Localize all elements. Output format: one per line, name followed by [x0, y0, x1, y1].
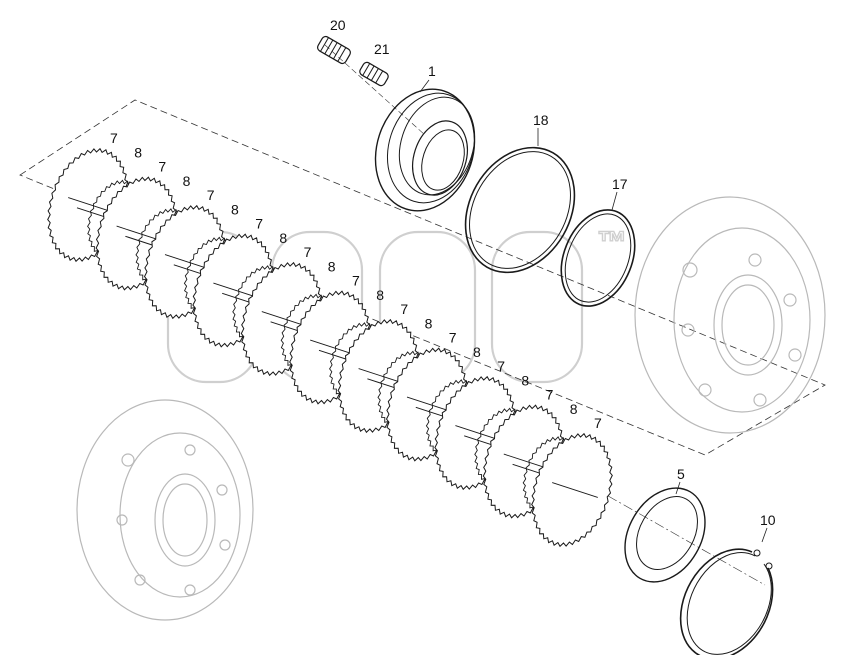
disc-label: 8 — [279, 230, 287, 246]
assembly-dashed-outline — [19, 99, 826, 456]
disc-label: 7 — [255, 216, 263, 232]
seal-ring-17 — [560, 209, 636, 307]
watermark-tm: ™ — [597, 226, 627, 259]
disc-label: 8 — [521, 372, 529, 388]
disc-label: 7 — [158, 159, 166, 175]
callout-10: 10 — [760, 512, 776, 528]
disc-label: 7 — [594, 415, 602, 431]
clutch-housing-lower — [76, 399, 254, 621]
disc-label: 7 — [400, 301, 408, 317]
callout-18: 18 — [533, 112, 549, 128]
callout-1: 1 — [428, 63, 436, 79]
disc-label: 8 — [570, 401, 578, 417]
disc-label: 8 — [328, 258, 336, 274]
callout-21: 21 — [374, 41, 390, 57]
callout-5: 5 — [677, 466, 685, 482]
disc-label: 7 — [207, 187, 215, 203]
spring-21 — [359, 61, 389, 87]
disc-label: 8 — [231, 201, 239, 217]
clutch-disc-stack — [47, 147, 613, 548]
piston-1 — [374, 88, 476, 212]
disc-label: 8 — [134, 144, 142, 160]
clutch-housing-upper — [634, 196, 826, 434]
spring-axis — [324, 44, 426, 136]
disc-label: 8 — [376, 287, 384, 303]
callout-17: 17 — [612, 176, 628, 192]
disc-label: 7 — [546, 387, 554, 403]
disc-label: 7 — [110, 130, 118, 146]
disc-label: 7 — [304, 244, 312, 260]
disc-label: 7 — [449, 330, 457, 346]
steel-disc-7 — [531, 432, 613, 548]
disc-label: 7 — [497, 358, 505, 374]
thrust-washer-5 — [624, 487, 706, 583]
callout-20: 20 — [330, 17, 346, 33]
disc-label: 8 — [473, 344, 481, 360]
leader-lines — [419, 79, 768, 543]
snap-ring-10 — [679, 548, 774, 655]
disc-label: 8 — [183, 173, 191, 189]
disc-label: 7 — [352, 273, 360, 289]
spring-20 — [317, 35, 351, 65]
disc-label: 8 — [425, 315, 433, 331]
seal-ring-18 — [464, 146, 576, 274]
